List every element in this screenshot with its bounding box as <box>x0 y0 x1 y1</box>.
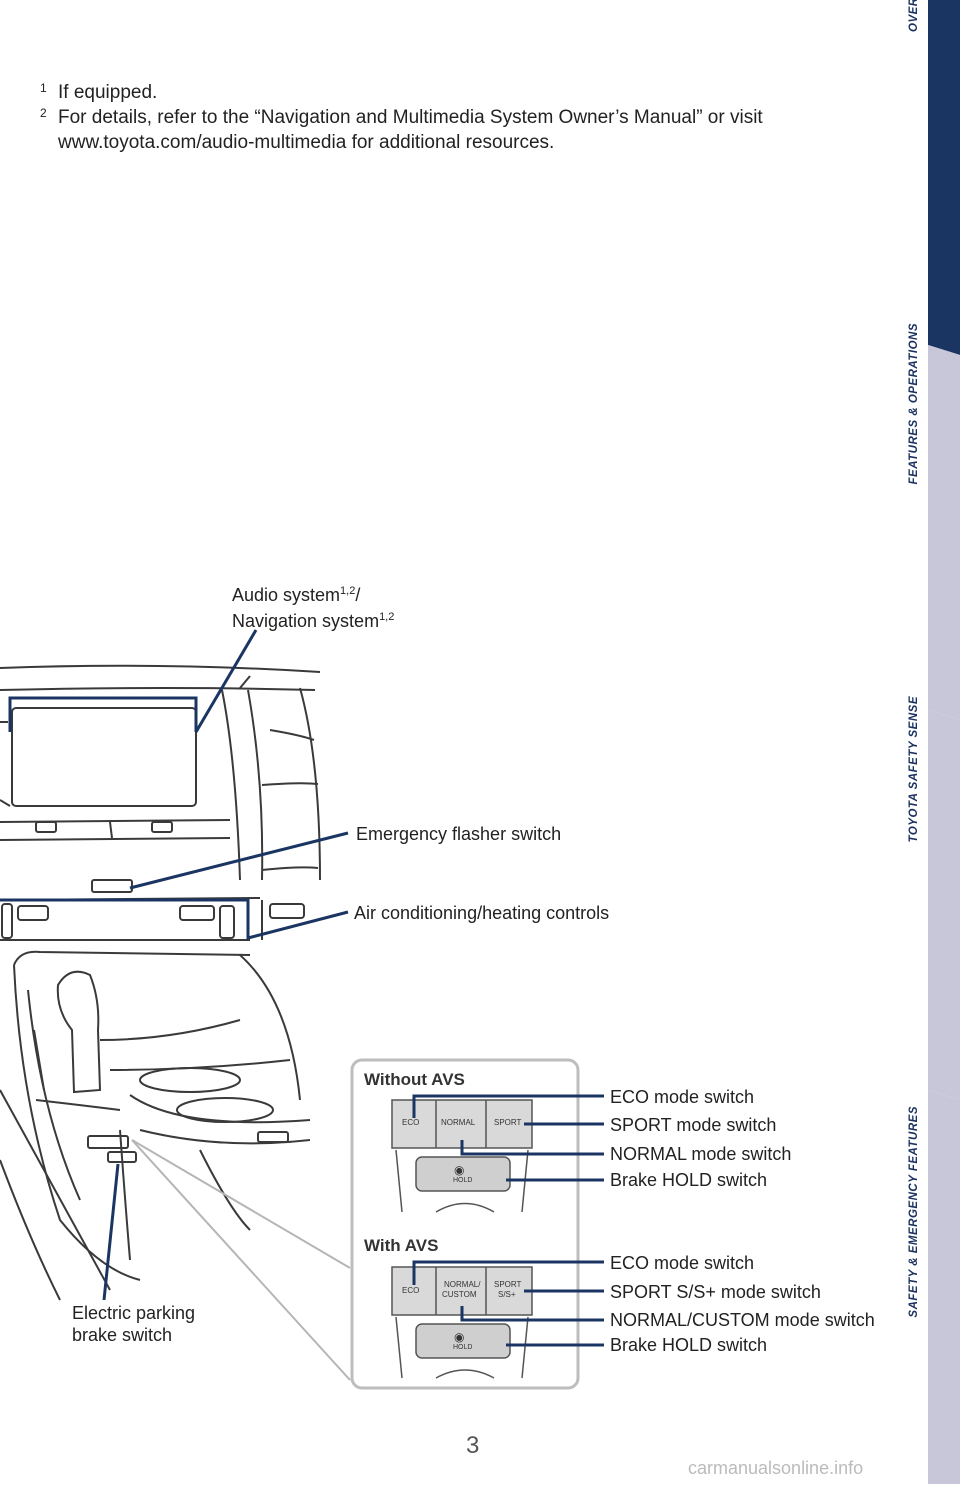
footnote-1: 1 If equipped. <box>40 80 840 105</box>
without-avs-title: Without AVS <box>364 1070 465 1089</box>
tab-features-label: FEATURES & OPERATIONS <box>908 323 920 485</box>
footnote-text: For details, refer to the “Navigation an… <box>58 107 763 153</box>
footnotes: 1 If equipped. 2 For details, refer to t… <box>40 80 840 155</box>
sport-mode-switch-label: SPORT mode switch <box>610 1115 777 1135</box>
air-conditioning-label: Air conditioning/heating controls <box>354 903 610 923</box>
normal-mode-switch-label: NORMAL mode switch <box>610 1144 792 1164</box>
tab-emergency-label: SAFETY & EMERGENCY FEATURES <box>908 1106 920 1318</box>
eco-button-label: ECO <box>402 1118 420 1127</box>
ss-button-label: S/S+ <box>498 1290 516 1299</box>
tab-overview-label: OVERVIEW <box>908 0 920 366</box>
with-avs-title: With AVS <box>364 1236 439 1255</box>
emergency-flasher-label: Emergency flasher switch <box>356 824 562 844</box>
hold-button-label: HOLD <box>453 1344 473 1351</box>
footnote-mark: 1 <box>40 81 47 95</box>
normal-custom-mode-switch-label: NORMAL/CUSTOM mode switch <box>610 1310 875 1330</box>
normal-button-label: NORMAL <box>441 1118 476 1127</box>
watermark: carmanualsonline.info <box>688 1458 864 1478</box>
footnote-text: If equipped. <box>58 82 158 103</box>
zoom-lines <box>131 1139 351 1381</box>
callout-lines <box>0 629 604 1347</box>
brake-hold-switch-label: Brake HOLD switch <box>610 1335 768 1355</box>
hold-button-label: HOLD <box>453 1177 473 1184</box>
hold-icon: ◉ <box>454 1163 465 1177</box>
sport-ss-mode-switch-label: SPORT S/S+ mode switch <box>610 1282 821 1302</box>
page-number: 3 <box>466 1432 480 1459</box>
audio-navigation-label: Audio system1,2/ Navigation system1,2 <box>232 585 395 631</box>
tab-overview[interactable]: OVERVIEW <box>904 0 936 345</box>
brake-hold-switch-label: Brake HOLD switch <box>610 1170 768 1190</box>
inset-box <box>350 1058 580 1390</box>
eco-button-label: ECO <box>402 1286 420 1295</box>
custom-button-label: CUSTOM <box>442 1290 477 1299</box>
tab-safety-emergency[interactable]: SAFETY & EMERGENCY FEATURES <box>904 1090 936 1484</box>
tab-safety-sense-label: TOYOTA SAFETY SENSE <box>908 696 920 843</box>
footnote-mark: 2 <box>40 106 47 120</box>
dashboard-drawing <box>0 664 321 1301</box>
sport-button-label: SPORT <box>494 1280 522 1289</box>
footnote-2: 2 For details, refer to the “Navigation … <box>40 105 840 155</box>
tab-toyota-safety-sense[interactable]: TOYOTA SAFETY SENSE <box>904 696 936 1090</box>
hold-icon: ◉ <box>454 1330 465 1344</box>
normal-button-label: NORMAL/ <box>444 1280 481 1289</box>
tab-features-operations[interactable]: FEATURES & OPERATIONS <box>904 323 936 710</box>
eco-mode-switch-label: ECO mode switch <box>610 1253 755 1273</box>
eco-mode-switch-label: ECO mode switch <box>610 1087 755 1107</box>
sport-button-label: SPORT <box>494 1118 522 1127</box>
